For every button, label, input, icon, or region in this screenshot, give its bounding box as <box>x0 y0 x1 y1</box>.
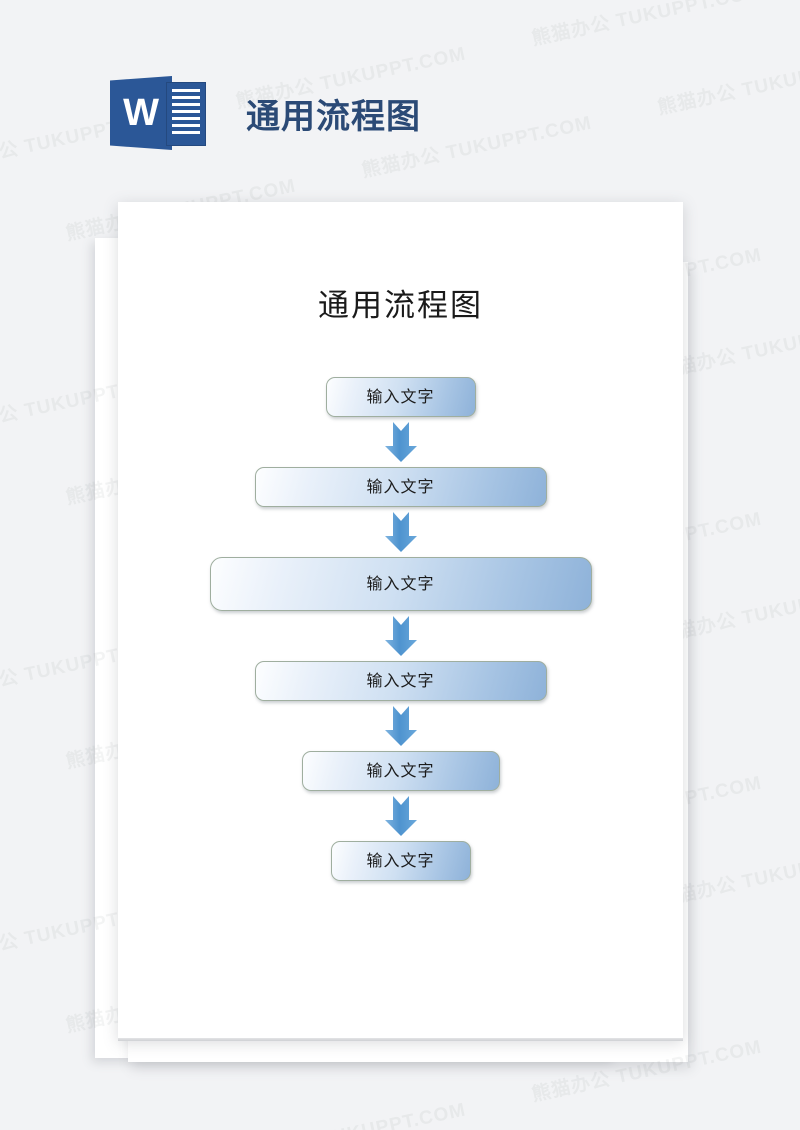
page-header: W 通用流程图 <box>110 70 421 156</box>
word-logo-panel <box>110 76 172 150</box>
flow-node[interactable]: 输入文字 <box>209 557 592 611</box>
down-arrow-icon <box>384 706 418 746</box>
flow-node[interactable]: 输入文字 <box>301 751 500 791</box>
flow-node-label: 输入文字 <box>366 851 435 870</box>
down-arrow-icon <box>384 616 418 656</box>
word-logo-letter: W <box>123 92 159 134</box>
flow-node[interactable]: 输入文字 <box>254 467 547 507</box>
page-title: 通用流程图 <box>246 96 421 137</box>
flow-node-label: 输入文字 <box>366 477 435 496</box>
flowchart: 输入文字 输入文字 输 <box>118 377 683 881</box>
word-logo-icon: W <box>110 72 208 154</box>
document-page-bottom-edge <box>118 1038 683 1041</box>
flow-node[interactable]: 输入文字 <box>330 841 471 881</box>
word-logo-document-icon <box>166 82 206 146</box>
flow-node-label: 输入文字 <box>366 761 435 780</box>
down-arrow-icon <box>384 422 418 462</box>
flow-node-label: 输入文字 <box>366 574 435 593</box>
document-title: 通用流程图 <box>318 288 483 324</box>
down-arrow-icon <box>384 796 418 836</box>
flow-node[interactable]: 输入文字 <box>254 661 547 701</box>
document-page: 通用流程图 输入文字 输入文字 <box>118 202 683 1040</box>
flow-node[interactable]: 输入文字 <box>325 377 476 417</box>
flow-node-label: 输入文字 <box>366 387 435 406</box>
down-arrow-icon <box>384 512 418 552</box>
flow-node-label: 输入文字 <box>366 671 435 690</box>
